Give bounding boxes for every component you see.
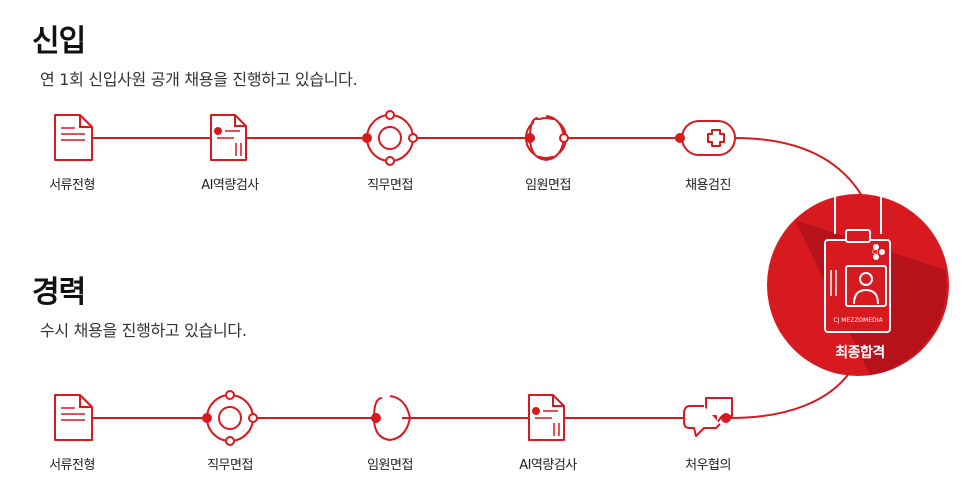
new-hire-step-label: AI역량검사 bbox=[201, 178, 259, 193]
new-hire-step-label: 서류전형 bbox=[49, 178, 95, 193]
badge-company-text: CJ MEZZOMEDIA bbox=[833, 317, 883, 324]
new-hire-title: 신입 bbox=[32, 24, 86, 59]
badge-logo: CJ bbox=[872, 249, 878, 256]
executive-interview-icon bbox=[371, 395, 412, 442]
new-hire-description: 연 1회 신입사원 공개 채용을 진행하고 있습니다. bbox=[40, 70, 358, 89]
final-pass-badge: CJ CJ MEZZOMEDIA bbox=[767, 194, 949, 376]
experienced-description: 수시 채용을 진행하고 있습니다. bbox=[40, 321, 247, 340]
final-pass-label: 최종합격 bbox=[835, 345, 885, 361]
executive-interview-icon bbox=[525, 115, 569, 162]
medical-check-icon bbox=[675, 120, 736, 156]
ai-test-icon bbox=[528, 394, 565, 441]
document-icon bbox=[54, 114, 93, 161]
negotiation-chat-icon bbox=[683, 397, 733, 437]
new-hire-step-label: 임원면접 bbox=[525, 178, 571, 193]
experienced-title: 경력 bbox=[32, 275, 86, 310]
experienced-step-label: 직무면접 bbox=[207, 458, 253, 473]
experienced-step-label: AI역량검사 bbox=[519, 458, 577, 473]
curve-to-final-bottom bbox=[729, 371, 851, 419]
experienced-step-label: 임원면접 bbox=[367, 458, 413, 473]
experienced-step-label: 처우협의 bbox=[685, 458, 731, 473]
document-icon bbox=[54, 394, 93, 441]
job-interview-icon bbox=[362, 110, 418, 166]
job-interview-icon bbox=[202, 390, 258, 446]
new-hire-step-label: 직무면접 bbox=[367, 178, 413, 193]
curve-to-final-top bbox=[734, 137, 863, 197]
ai-test-icon bbox=[210, 114, 247, 161]
experienced-step-label: 서류전형 bbox=[49, 458, 95, 473]
new-hire-step-label: 채용검진 bbox=[685, 178, 731, 193]
